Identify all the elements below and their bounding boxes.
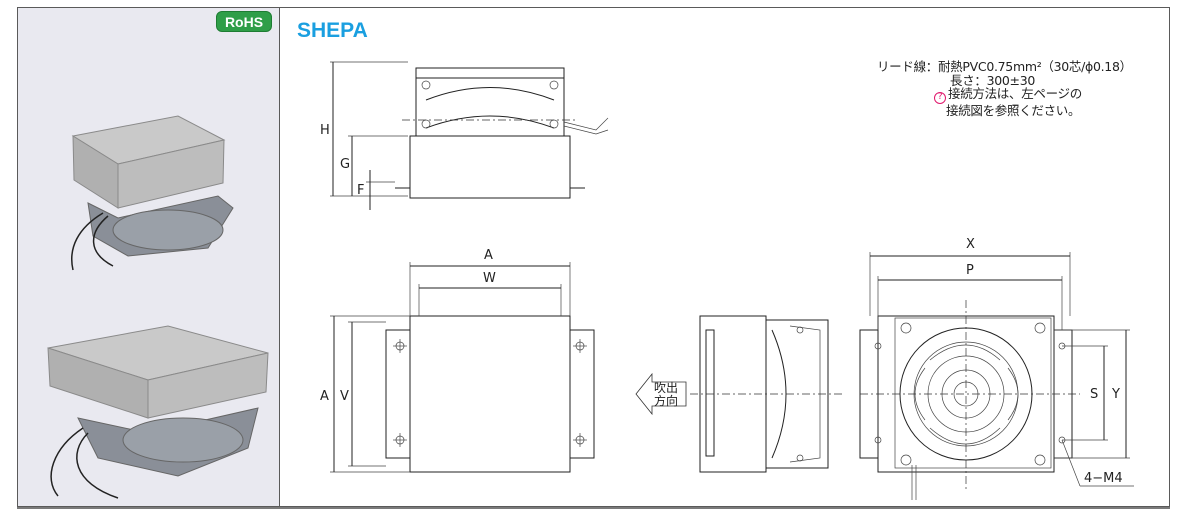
product-photo-1 — [71, 115, 234, 271]
airflow-label-1: 吹出 — [654, 381, 678, 395]
dim-G: G — [340, 157, 350, 172]
product-title: SHEPA — [297, 19, 368, 42]
dim-A-top: A — [484, 248, 493, 263]
connection-note-1: 接続方法は、左ページの — [948, 86, 1082, 101]
wire-length: 長さ：300±30 — [950, 72, 1036, 88]
product-photo-2 — [47, 325, 269, 499]
spec-notes: リード線：耐熱PVC0.75mm²（30芯/ϕ0.18） 長さ：300±30 ?… — [862, 60, 1132, 118]
bottom-rule — [17, 507, 1170, 509]
dim-P: P — [966, 263, 974, 278]
rohs-badge: RoHS — [216, 11, 272, 32]
product-photo-panel — [17, 7, 280, 507]
side-view-2-drawing — [690, 315, 845, 473]
fan-front-view-drawing — [859, 252, 1134, 500]
dim-V: V — [340, 389, 349, 404]
drawing-panel — [280, 7, 1170, 507]
airflow-arrow-icon — [635, 372, 687, 416]
connection-note-2: 接続図を参照ください。 — [946, 103, 1081, 118]
dim-F: F — [357, 183, 364, 198]
lead-wire-value: 耐熱PVC0.75mm²（30芯/ϕ0.18） — [938, 59, 1132, 74]
airflow-label-2: 方向 — [654, 393, 678, 408]
product-photos — [47, 115, 269, 499]
dim-X: X — [966, 237, 975, 252]
lead-wire-key: リード線： — [876, 59, 938, 74]
front-view-drawing — [330, 262, 595, 473]
dim-Y: Y — [1111, 387, 1120, 402]
dim-W: W — [483, 271, 496, 286]
dim-H: H — [320, 123, 330, 138]
mounting-holes-label: 4−M4 — [1084, 471, 1123, 486]
side-view-drawing — [330, 61, 609, 210]
dim-A-side: A — [320, 389, 329, 404]
reference-mark-icon: ? — [934, 92, 946, 104]
dim-S: S — [1090, 387, 1098, 402]
